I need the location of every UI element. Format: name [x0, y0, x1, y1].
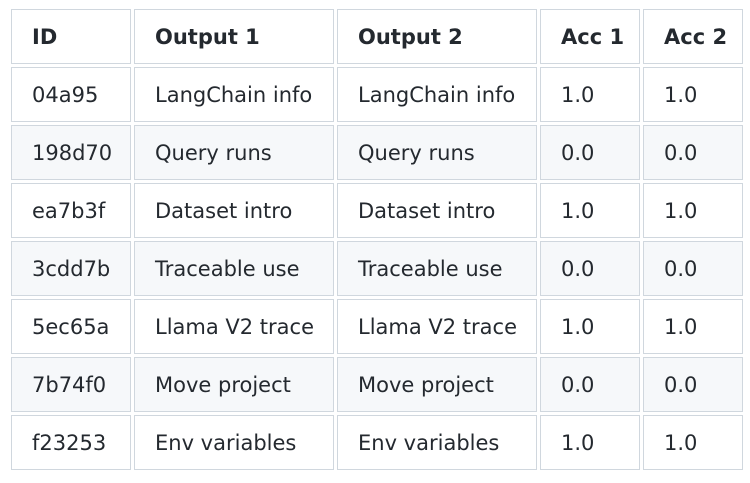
cell-id: ea7b3f: [11, 183, 131, 238]
table-header: ID Output 1 Output 2 Acc 1 Acc 2: [11, 9, 743, 64]
table-row: 7b74f0 Move project Move project 0.0 0.0: [11, 357, 743, 412]
cell-acc-1: 0.0: [540, 357, 640, 412]
cell-acc-2: 1.0: [643, 299, 743, 354]
results-table-container: ID Output 1 Output 2 Acc 1 Acc 2 04a95 L…: [8, 6, 746, 473]
cell-acc-1: 1.0: [540, 299, 640, 354]
cell-acc-1: 0.0: [540, 241, 640, 296]
header-row: ID Output 1 Output 2 Acc 1 Acc 2: [11, 9, 743, 64]
cell-output-1: Env variables: [134, 415, 334, 470]
cell-acc-2: 0.0: [643, 357, 743, 412]
cell-output-2: Llama V2 trace: [337, 299, 537, 354]
cell-output-2: Traceable use: [337, 241, 537, 296]
cell-acc-1: 0.0: [540, 125, 640, 180]
table-body: 04a95 LangChain info LangChain info 1.0 …: [11, 67, 743, 470]
cell-acc-1: 1.0: [540, 415, 640, 470]
header-acc-1: Acc 1: [540, 9, 640, 64]
cell-id: 198d70: [11, 125, 131, 180]
cell-output-2: LangChain info: [337, 67, 537, 122]
cell-output-1: Query runs: [134, 125, 334, 180]
cell-acc-2: 1.0: [643, 183, 743, 238]
cell-output-2: Query runs: [337, 125, 537, 180]
cell-output-2: Move project: [337, 357, 537, 412]
cell-output-1: Move project: [134, 357, 334, 412]
cell-acc-2: 1.0: [643, 67, 743, 122]
cell-output-2: Dataset intro: [337, 183, 537, 238]
table-row: f23253 Env variables Env variables 1.0 1…: [11, 415, 743, 470]
header-acc-2: Acc 2: [643, 9, 743, 64]
table-row: 198d70 Query runs Query runs 0.0 0.0: [11, 125, 743, 180]
cell-output-2: Env variables: [337, 415, 537, 470]
cell-id: 7b74f0: [11, 357, 131, 412]
cell-acc-2: 0.0: [643, 241, 743, 296]
cell-acc-1: 1.0: [540, 67, 640, 122]
cell-output-1: Traceable use: [134, 241, 334, 296]
cell-id: 5ec65a: [11, 299, 131, 354]
table-row: 04a95 LangChain info LangChain info 1.0 …: [11, 67, 743, 122]
table-row: 5ec65a Llama V2 trace Llama V2 trace 1.0…: [11, 299, 743, 354]
header-output-2: Output 2: [337, 9, 537, 64]
cell-output-1: Dataset intro: [134, 183, 334, 238]
cell-acc-1: 1.0: [540, 183, 640, 238]
cell-id: f23253: [11, 415, 131, 470]
header-id: ID: [11, 9, 131, 64]
results-table: ID Output 1 Output 2 Acc 1 Acc 2 04a95 L…: [8, 6, 746, 473]
cell-id: 3cdd7b: [11, 241, 131, 296]
cell-acc-2: 0.0: [643, 125, 743, 180]
table-row: 3cdd7b Traceable use Traceable use 0.0 0…: [11, 241, 743, 296]
table-row: ea7b3f Dataset intro Dataset intro 1.0 1…: [11, 183, 743, 238]
header-output-1: Output 1: [134, 9, 334, 64]
cell-acc-2: 1.0: [643, 415, 743, 470]
cell-output-1: Llama V2 trace: [134, 299, 334, 354]
cell-id: 04a95: [11, 67, 131, 122]
cell-output-1: LangChain info: [134, 67, 334, 122]
